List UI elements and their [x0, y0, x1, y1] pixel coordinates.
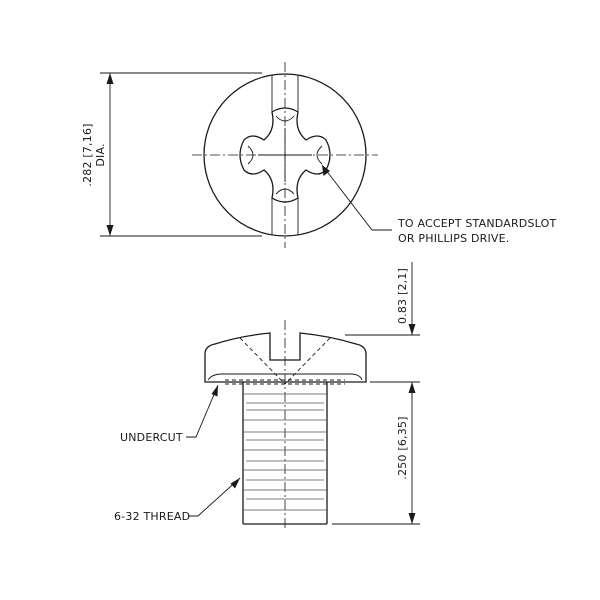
top-view: .282 [7,16] DIA. TO ACCEPT STANDARDSLOT …	[81, 62, 556, 248]
side-view: 0.83 [2,1] .250 [6,35] UNDERCUT 6-32 THR…	[114, 262, 420, 530]
phillips-inner-lines	[247, 115, 323, 195]
shank-length-dimension	[408, 382, 416, 524]
straight-slot-edges	[271, 75, 299, 235]
diameter-dimension	[100, 72, 262, 237]
undercut-hidden-lines	[225, 379, 345, 385]
threaded-shank	[242, 382, 328, 525]
screw-head-outline	[204, 332, 367, 383]
shank-length-label: .250 [6,35]	[396, 416, 409, 479]
undercut-leader	[186, 384, 219, 438]
drive-note-leader	[321, 164, 392, 231]
drive-note-line2: OR PHILLIPS DRIVE.	[398, 232, 510, 245]
drive-note-line1: TO ACCEPT STANDARDSLOT	[397, 217, 556, 230]
thread-label: 6-32 THREAD	[114, 510, 190, 523]
head-underside-line	[207, 373, 363, 381]
diameter-suffix-label: DIA.	[94, 143, 107, 166]
head-height-label: 0.83 [2,1]	[396, 268, 409, 324]
undercut-label: UNDERCUT	[120, 431, 183, 444]
head-height-dimension	[408, 262, 416, 398]
phillips-recess-outline	[239, 107, 331, 203]
thread-lines	[243, 393, 327, 511]
recess-hidden-lines	[239, 337, 331, 385]
thread-leader	[188, 477, 241, 517]
head-outline-circle	[203, 73, 367, 237]
diameter-label: .282 [7,16]	[81, 123, 94, 186]
